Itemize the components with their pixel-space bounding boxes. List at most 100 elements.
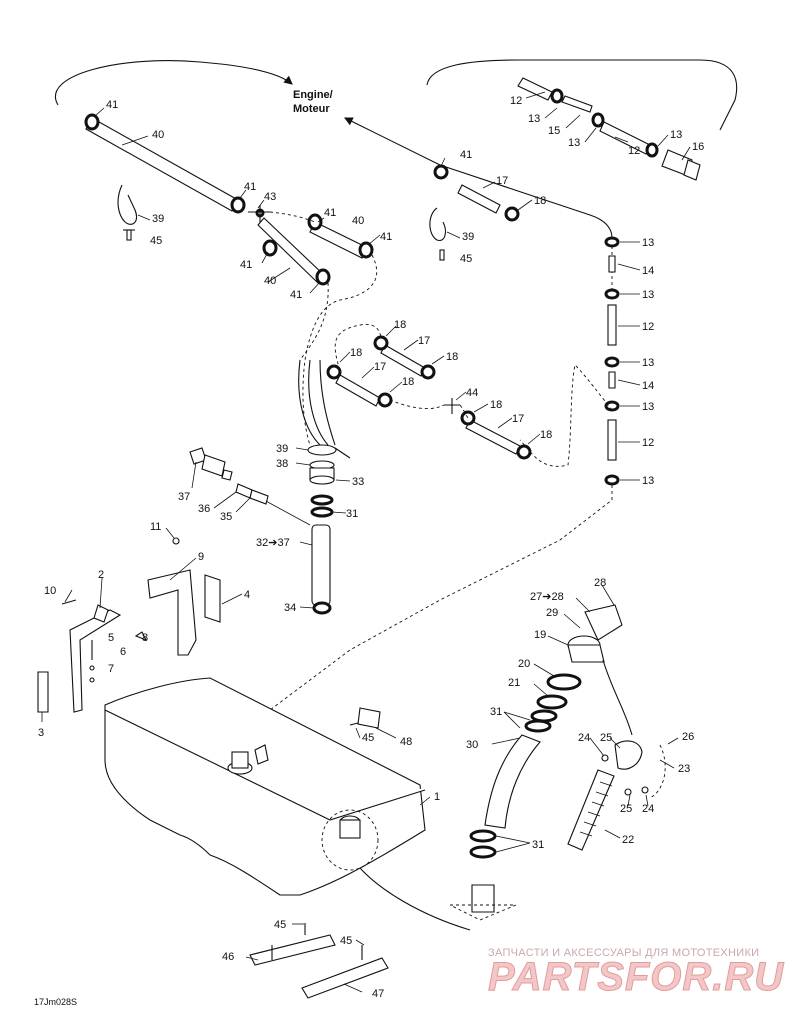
- callout-45: 45: [460, 253, 472, 265]
- callout-34: 34: [284, 602, 296, 614]
- callout-3: 3: [38, 727, 44, 739]
- callout-18: 18: [402, 376, 414, 388]
- tank-support-plates: [249, 707, 389, 999]
- callout-46: 46: [222, 951, 234, 963]
- callout-40: 40: [264, 275, 276, 287]
- filler-neck-assembly: [449, 604, 633, 921]
- fuel-line-assembly-top-right: [517, 77, 701, 290]
- watermark-tagline: ЗАПЧАСТИ И АКСЕССУАРЫ ДЛЯ МОТОТЕХНИКИ: [488, 947, 759, 959]
- callout-5: 5: [108, 632, 114, 644]
- callout-6: 6: [120, 646, 126, 658]
- callout-41: 41: [290, 289, 302, 301]
- callout-13: 13: [642, 401, 654, 413]
- callout-19: 19: [534, 629, 546, 641]
- callout-48: 48: [400, 736, 412, 748]
- callout-17: 17: [374, 361, 386, 373]
- callout-10: 10: [44, 585, 56, 597]
- tank-brackets: [37, 537, 221, 713]
- callout-41: 41: [460, 149, 472, 161]
- callout-47: 47: [372, 988, 384, 1000]
- fuel-hoses-center: [326, 164, 532, 460]
- callout-labels: 41 40 39 45 41 4 3 41 40 41 41 40 41 41 1…: [38, 95, 704, 1000]
- callout-11: 11: [150, 521, 161, 533]
- callout-12: 12: [628, 145, 640, 157]
- document-id: 17Jm028S: [34, 997, 77, 1007]
- callout-39: 39: [462, 231, 474, 243]
- fuel-line-vertical-right: [264, 236, 620, 746]
- callout-13: 13: [642, 237, 654, 249]
- callout-45: 45: [362, 732, 374, 744]
- callout-7: 7: [108, 663, 114, 675]
- callout-12: 12: [642, 321, 654, 333]
- callout-31: 31: [532, 839, 544, 851]
- engine-label-line1: Engine/: [293, 89, 333, 101]
- callout-18: 18: [394, 319, 406, 331]
- callout-21: 21: [508, 677, 520, 689]
- callout-4: 4: [244, 589, 250, 601]
- callout-26: 26: [682, 731, 694, 743]
- callout-23: 23: [678, 763, 690, 775]
- callout-29: 29: [546, 607, 558, 619]
- callout-14: 14: [642, 380, 654, 392]
- callout-1: 1: [434, 791, 440, 803]
- callout-2: 2: [98, 569, 104, 581]
- callout-45: 45: [340, 935, 352, 947]
- callout-16: 16: [692, 141, 704, 153]
- vent-hose-assembly-left: [84, 113, 378, 446]
- fuel-pump-assembly: [263, 359, 351, 615]
- callout-38: 38: [276, 458, 288, 470]
- callout-17: 17: [496, 175, 508, 187]
- callout-18: 18: [350, 347, 362, 359]
- callout-9: 9: [198, 551, 204, 563]
- callout-13: 13: [568, 137, 580, 149]
- callout-41: 41: [106, 99, 118, 111]
- engine-routing-lines: [55, 59, 738, 239]
- callout-33: 33: [352, 476, 364, 488]
- callout-17: 17: [418, 335, 430, 347]
- filler-hose: [567, 740, 666, 851]
- callout-30: 30: [466, 739, 478, 751]
- callout-13: 13: [528, 113, 540, 125]
- callout-18: 18: [534, 195, 546, 207]
- callout-27-to-28: 27➔28: [530, 591, 564, 603]
- watermark: ЗАПЧАСТИ И АКСЕССУАРЫ ДЛЯ МОТОТЕХНИКИ PA…: [488, 947, 784, 1000]
- callout-17: 17: [512, 413, 524, 425]
- callout-28: 28: [594, 577, 606, 589]
- callout-45: 45: [150, 235, 162, 247]
- engine-label-line2: Moteur: [293, 103, 330, 115]
- callout-12: 12: [642, 437, 654, 449]
- callout-8: 8: [142, 632, 148, 644]
- callout-41: 41: [240, 259, 252, 271]
- callout-40: 40: [352, 215, 364, 227]
- callout-45: 45: [274, 919, 286, 931]
- callout-14: 14: [642, 265, 654, 277]
- callout-20: 20: [518, 658, 530, 670]
- watermark-logo: PARTSFOR.RU: [488, 955, 784, 999]
- callout-leaders: [41, 91, 691, 993]
- callout-40: 40: [152, 129, 164, 141]
- callout-39: 39: [152, 213, 164, 225]
- callout-13: 13: [642, 475, 654, 487]
- callout-18: 18: [540, 429, 552, 441]
- callout-15: 15: [548, 125, 560, 137]
- callout-41: 41: [380, 231, 392, 243]
- fuel-tank: [104, 677, 471, 931]
- callout-41: 41: [244, 181, 256, 193]
- callout-39: 39: [276, 443, 288, 455]
- callout-44: 44: [466, 387, 478, 399]
- callout-25: 25: [600, 732, 612, 744]
- callout-24: 24: [578, 732, 590, 744]
- callout-36: 36: [198, 503, 210, 515]
- callout-41: 41: [324, 207, 336, 219]
- callout-18: 18: [490, 399, 502, 411]
- callout-31: 31: [346, 508, 358, 520]
- callout-32-to-37: 32➔37: [256, 537, 290, 549]
- callout-25: 25: [620, 803, 632, 815]
- callout-35: 35: [220, 511, 232, 523]
- wiring-connectors: [189, 447, 269, 505]
- callout-18: 18: [446, 351, 458, 363]
- callout-13: 13: [670, 129, 682, 141]
- callout-12: 12: [510, 95, 522, 107]
- callout-24: 24: [642, 803, 654, 815]
